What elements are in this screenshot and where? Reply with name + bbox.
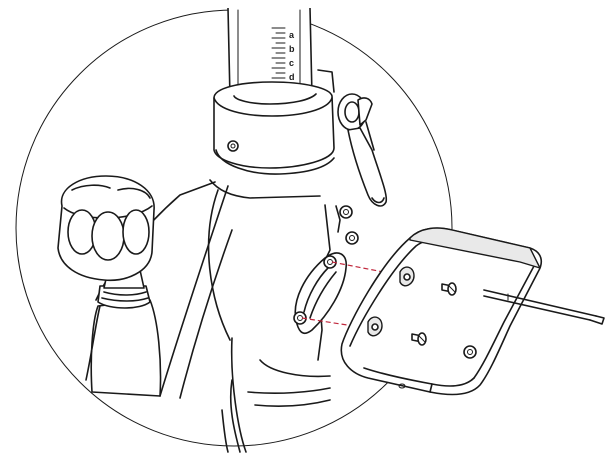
accessory-tray bbox=[340, 227, 543, 396]
frame-down-tube bbox=[159, 185, 233, 399]
adjustment-knob bbox=[57, 175, 162, 397]
height-scale: a b c d bbox=[271, 27, 295, 82]
seat-lever bbox=[337, 93, 388, 207]
scale-label-c: c bbox=[289, 58, 294, 68]
scale-label-d: d bbox=[289, 72, 295, 82]
screw-upper bbox=[441, 282, 457, 296]
scale-label-a: a bbox=[289, 30, 295, 40]
scale-label-b: b bbox=[289, 44, 295, 54]
allen-key bbox=[483, 289, 605, 325]
mounting-bracket bbox=[293, 205, 359, 335]
screw-lower bbox=[411, 332, 427, 346]
seat-clamp bbox=[213, 69, 335, 175]
bike-frame bbox=[95, 179, 331, 453]
